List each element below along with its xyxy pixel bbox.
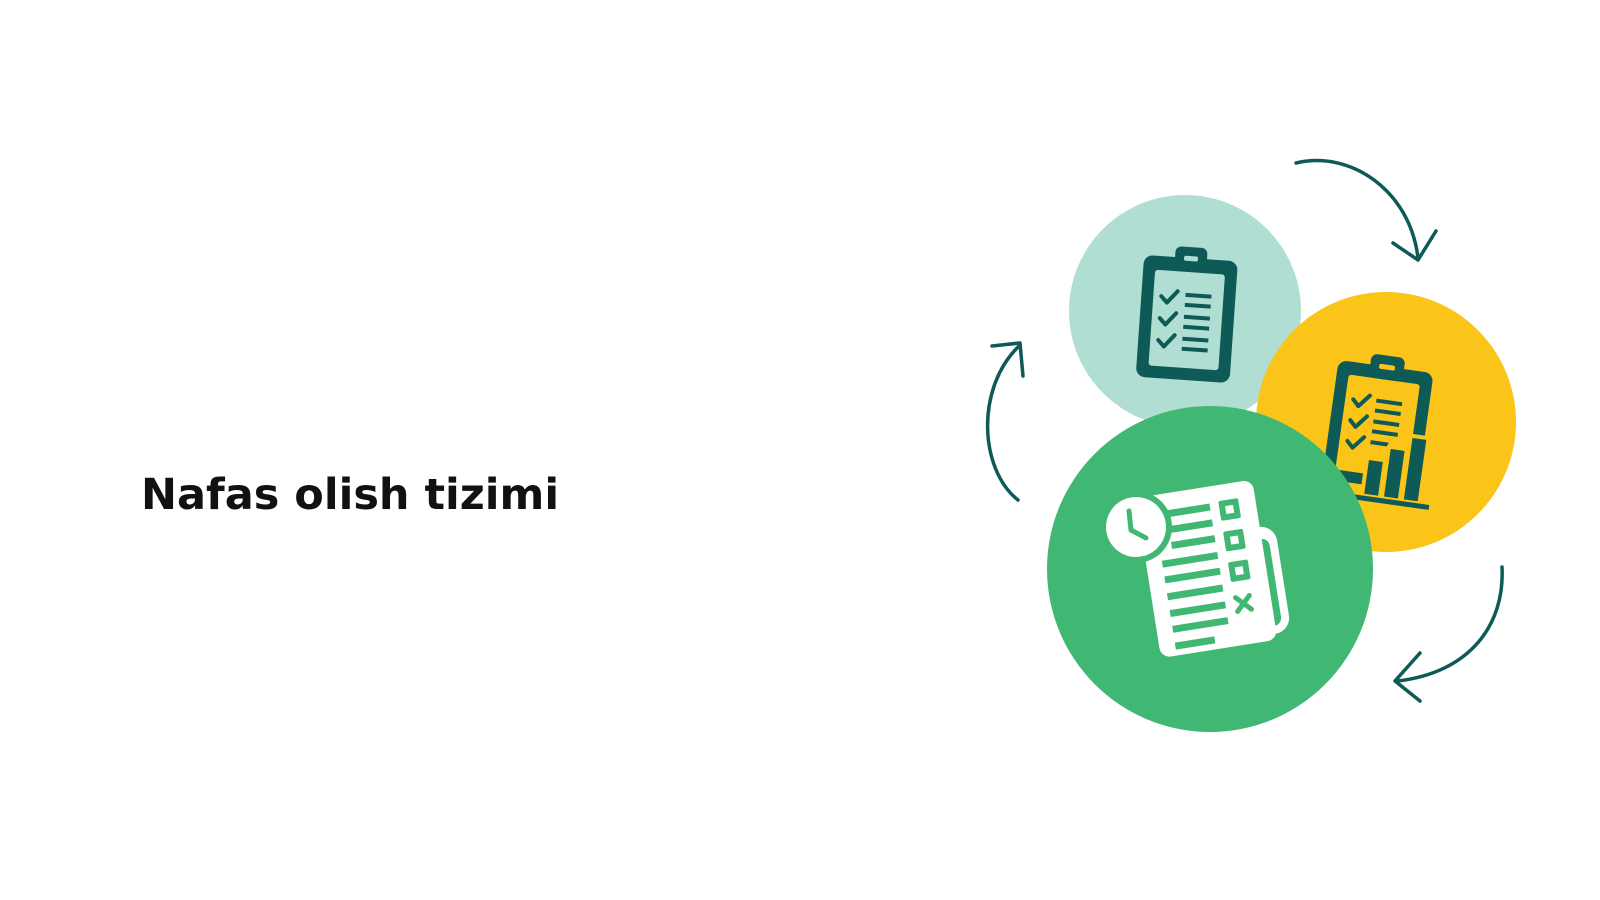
checklist-clipboard-icon	[1136, 246, 1238, 383]
arrow-head-icon	[1393, 651, 1422, 703]
arrow-head-icon	[1391, 229, 1438, 262]
cycle-arrow-icon	[985, 345, 1020, 502]
cycle-arrow-icon	[1396, 565, 1504, 683]
clock-icon	[1100, 491, 1172, 563]
clipboard-bar-chart-icon	[1323, 354, 1433, 510]
arrow-head-icon	[990, 341, 1025, 378]
slide-title: Nafas olish tizimi	[141, 470, 560, 520]
cycle-arrow-icon	[1294, 158, 1420, 260]
